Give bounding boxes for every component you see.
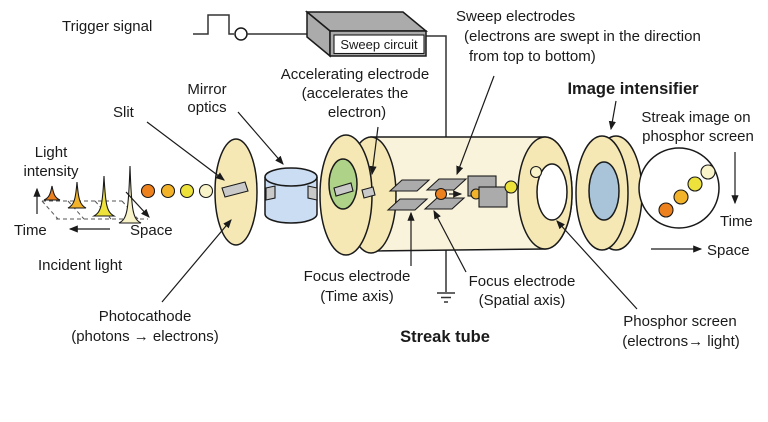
intensifier-window xyxy=(588,161,620,221)
input-slit xyxy=(333,182,354,197)
mcp-plates xyxy=(467,175,508,208)
space-axis-arrow-icon xyxy=(125,191,150,218)
trigger-signal-group: Trigger signal xyxy=(62,14,308,41)
image-intensifier-group xyxy=(575,135,643,251)
sweep-pointer-arrow-icon xyxy=(456,75,495,176)
streak-dot-4 xyxy=(700,164,716,180)
intensifier-pointer-arrow-icon xyxy=(608,100,617,131)
phosphor-screen-label: Phosphor screen xyxy=(623,313,736,330)
focus-time-label: Focus electrode xyxy=(304,268,411,285)
streak-image-screen: Time Space xyxy=(638,147,753,259)
annotation-arrows xyxy=(146,75,638,310)
phosphor-window xyxy=(536,163,568,221)
mirror-optics-top xyxy=(264,167,318,187)
space-left-label: Space xyxy=(130,222,173,239)
trigger-terminal-icon xyxy=(234,27,248,41)
slit-label: Slit xyxy=(113,104,135,121)
streak-tube-label: Streak tube xyxy=(400,328,490,346)
light-pulse-4 xyxy=(118,165,142,224)
focus-and-sweep-plates xyxy=(386,178,468,211)
mirror-notch-right xyxy=(307,185,318,201)
light-pulse-1 xyxy=(43,185,61,201)
accelerating-electrode-label: Accelerating electrode xyxy=(281,66,429,83)
light-pulse-2 xyxy=(67,181,87,209)
accelerating-slit xyxy=(361,186,376,199)
phosphor-screen-label-2: (electrons→ light) xyxy=(622,333,740,350)
focus-spatial-label: Focus electrode xyxy=(469,273,576,290)
sweep-circuit-box: Sweep circuit xyxy=(304,10,455,303)
mirror-notch-left xyxy=(265,185,276,201)
sweep-box-label-plate xyxy=(333,34,425,55)
photocathode-label-2: (photons → electrons) xyxy=(71,328,219,345)
image-intensifier-label: Image intensifier xyxy=(567,80,699,98)
sweep-electrodes-label-3: from top to bottom) xyxy=(469,48,596,65)
photon-dot-2 xyxy=(160,183,176,199)
time-right-label: Time xyxy=(720,213,753,230)
focus-spatial-pointer-arrow-icon xyxy=(433,209,467,273)
incident-light-label: Incident light xyxy=(38,257,123,274)
accelerating-pointer-arrow-icon xyxy=(369,126,379,176)
space-right-label: Space xyxy=(707,242,750,259)
focus-spatial-label-2: (Spatial axis) xyxy=(479,292,566,309)
light-intensity-label: Light xyxy=(35,144,68,161)
sweep-electrodes-label: Sweep electrodes xyxy=(456,8,575,25)
trigger-pulse-waveform-icon xyxy=(193,14,234,35)
focus-time-label-2: (Time axis) xyxy=(320,288,394,305)
photon-dot-3 xyxy=(179,183,195,199)
focus-plate-top xyxy=(388,179,431,192)
mirror-optics-body xyxy=(264,177,318,224)
sweep-circuit-label: Sweep circuit xyxy=(340,37,418,52)
focus-plate-bottom xyxy=(386,198,429,211)
time-space-grid-icon xyxy=(41,200,148,220)
streak-tube-group xyxy=(319,134,573,256)
photon-dots xyxy=(140,183,214,199)
light-intensity-label-2: intensity xyxy=(23,163,79,180)
trigger-signal-label: Trigger signal xyxy=(62,18,152,35)
mirror-optics-label: Mirror xyxy=(187,81,226,98)
sweep-electrodes-label-2: (electrons are swept in the direction xyxy=(464,28,701,45)
incident-light-sketch: Light intensity Time Space Incident ligh… xyxy=(14,144,173,274)
mirror-optics-cylinder xyxy=(264,167,318,224)
slit-opening xyxy=(221,181,249,198)
photocathode-pointer-arrow-icon xyxy=(161,219,232,303)
electron-dot-4 xyxy=(529,165,543,179)
photocathode-disk xyxy=(214,138,258,246)
streak-dot-1 xyxy=(658,202,674,218)
photon-dot-1 xyxy=(140,183,156,199)
streak-image-label-2: phosphor screen xyxy=(642,128,754,145)
photocathode-window xyxy=(328,158,358,210)
sweep-plate-bottom xyxy=(423,197,466,210)
photon-dot-4 xyxy=(198,183,214,199)
mcp-plate-front xyxy=(478,186,508,208)
mirror-optics-label-2: optics xyxy=(187,99,226,116)
phosphor-pointer-arrow-icon xyxy=(556,220,638,310)
streak-dot-3 xyxy=(687,176,703,192)
ground-icon xyxy=(437,292,455,303)
slit-pointer-arrow-icon xyxy=(146,121,225,181)
accelerating-electrode-label-2: (accelerates the xyxy=(302,85,409,102)
photocathode-label: Photocathode xyxy=(99,308,192,325)
phosphor-screen-circle xyxy=(638,147,720,229)
time-left-label: Time xyxy=(14,222,47,239)
electron-dot xyxy=(434,187,448,201)
streak-image-label: Streak image on xyxy=(641,109,750,126)
light-pulse-3 xyxy=(91,175,117,217)
text-labels: Sweep electrodes (electrons are swept in… xyxy=(71,8,754,350)
streak-dot-2 xyxy=(673,189,689,205)
electron-dot-3 xyxy=(504,180,518,194)
mirror-pointer-arrow-icon xyxy=(237,111,284,165)
accelerating-electrode-label-3: electron) xyxy=(328,104,386,121)
